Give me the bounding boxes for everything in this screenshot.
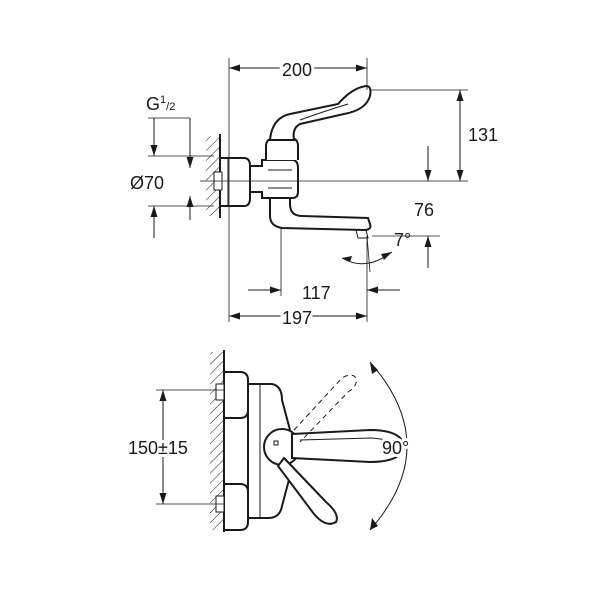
dim-thread: G1/2 xyxy=(146,94,214,168)
dim-200-label: 200 xyxy=(282,60,312,80)
dim-150-label: 150±15 xyxy=(128,438,188,458)
thread-label: G1/2 xyxy=(146,94,175,114)
side-view: 200 131 76 7° xyxy=(130,57,498,331)
cartridge-cap xyxy=(265,137,299,160)
dim-90deg-label: 90° xyxy=(382,438,409,458)
diameter-label: Ø70 xyxy=(130,173,164,193)
wall-connector xyxy=(219,157,251,207)
dim-76: 76 xyxy=(414,146,434,268)
dim-7deg: 7° xyxy=(341,230,411,273)
dim-200: 200 xyxy=(229,57,367,83)
spout xyxy=(269,197,372,232)
dim-131: 131 xyxy=(456,90,498,181)
dim-131-label: 131 xyxy=(468,125,498,145)
dim-117: 117 xyxy=(248,283,400,303)
dim-7deg-label: 7° xyxy=(394,230,411,250)
mixer-body-side xyxy=(249,159,299,199)
dim-diameter: Ø70 xyxy=(130,173,214,238)
lever-front-diagonal xyxy=(276,456,338,525)
dim-197: 197 xyxy=(229,305,367,331)
dim-197-label: 197 xyxy=(282,308,312,328)
lower-connector xyxy=(223,483,249,531)
front-view: 90° 150±15 xyxy=(125,350,412,532)
dim-76-label: 76 xyxy=(414,200,434,220)
dim-150: 150±15 xyxy=(125,389,224,505)
dim-117-label: 117 xyxy=(302,283,331,303)
dim-90deg: 90° xyxy=(369,361,412,531)
lever-dashed-rotated xyxy=(293,374,357,443)
upper-connector xyxy=(223,371,249,419)
